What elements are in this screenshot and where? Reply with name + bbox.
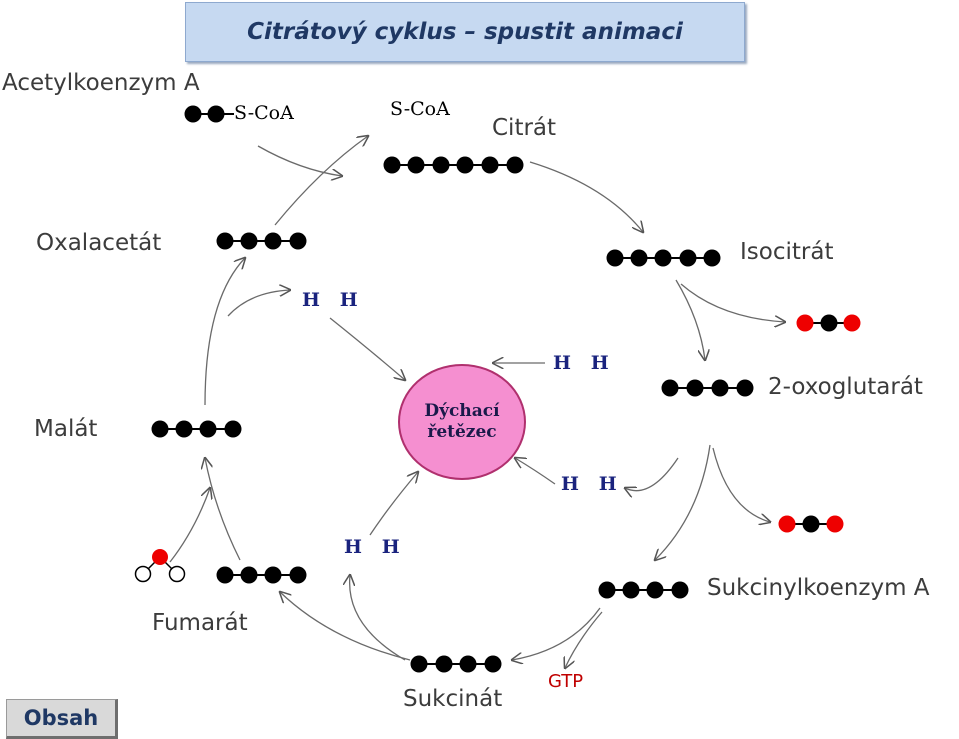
arrow-oxoglutarate-to-succinylcoa — [655, 444, 711, 560]
respiratory-chain-line1: Dýchací — [424, 400, 500, 421]
acetyl-coa-molecule — [184, 105, 234, 123]
acetyl-coa-group: S-CoA — [234, 102, 294, 124]
arrow-h3-to-chain — [515, 458, 556, 485]
arrow-acetyl-in — [257, 145, 342, 176]
label-acetyl-coa: Acetylkoenzym A — [2, 70, 200, 96]
label-fumarate: Fumarát — [152, 610, 248, 636]
fumarate-molecule — [216, 566, 307, 584]
arrow-h1-to-chain — [329, 317, 405, 380]
co2-molecule-1 — [796, 314, 861, 332]
co2-molecule-2 — [778, 515, 844, 533]
respiratory-chain-line2: řetězec — [427, 422, 497, 442]
arrow-gtp — [565, 611, 603, 668]
label-succinylcoa: Sukcinylkoenzym A — [707, 575, 930, 601]
arrow-isocitrate-co2 — [680, 283, 785, 322]
arrow-succinylcoa-to-succinate — [512, 607, 601, 660]
arrow-succinate-to-fumarate — [280, 592, 411, 661]
label-oxoglutarate: 2-oxoglutarát — [768, 374, 923, 400]
succinate-molecule — [410, 655, 502, 673]
arrow-oxaloacetate-to-citrate — [274, 136, 368, 226]
water-molecule — [134, 549, 186, 583]
arrow-fumarate-to-malate — [205, 458, 241, 561]
arrow-h-malate-to-chain — [227, 290, 290, 317]
label-succinate: Sukcinát — [403, 686, 503, 712]
label-oxaloacetate: Oxalacetát — [36, 230, 162, 256]
arrow-oxoglutarate-co2 — [712, 447, 770, 522]
arrow-h4-to-chain — [369, 472, 418, 536]
arrow-isocitrate-to-oxoglutarate — [675, 279, 705, 360]
contents-button-label: Obsah — [23, 706, 99, 730]
isocitrate-molecule — [606, 249, 721, 267]
label-citrate: Citrát — [492, 115, 557, 141]
oxoglutarate-molecule — [661, 379, 754, 397]
arrow-citrate-to-isocitrate — [529, 161, 643, 232]
citrate-molecule — [383, 156, 524, 174]
gtp-label: GTP — [548, 671, 584, 692]
contents-button[interactable]: Obsah — [6, 699, 118, 739]
oxaloacetate-molecule — [216, 232, 307, 250]
arrow-succinate-h — [350, 575, 406, 661]
label-malate: Malát — [34, 416, 98, 442]
released-coa: S-CoA — [390, 98, 450, 120]
label-isocitrate: Isocitrát — [740, 239, 834, 265]
arrow-water-to-malate — [169, 488, 210, 563]
hydrogen-pair-1: H H — [302, 289, 358, 311]
start-animation-label: Citrátový cyklus – spustit animaci — [247, 19, 683, 45]
arrow-oxoglutarate-h — [625, 457, 679, 491]
respiratory-chain: Dýchací řetězec — [398, 364, 526, 480]
succinylcoa-molecule — [598, 581, 689, 599]
hydrogen-pair-3: H H — [561, 473, 617, 495]
hydrogen-pair-2: H H — [553, 352, 609, 374]
arrow-malate-to-oxaloacetate — [204, 258, 245, 406]
start-animation-button[interactable]: Citrátový cyklus – spustit animaci — [185, 2, 745, 62]
malate-molecule — [151, 420, 242, 438]
hydrogen-pair-4: H H — [344, 536, 400, 558]
